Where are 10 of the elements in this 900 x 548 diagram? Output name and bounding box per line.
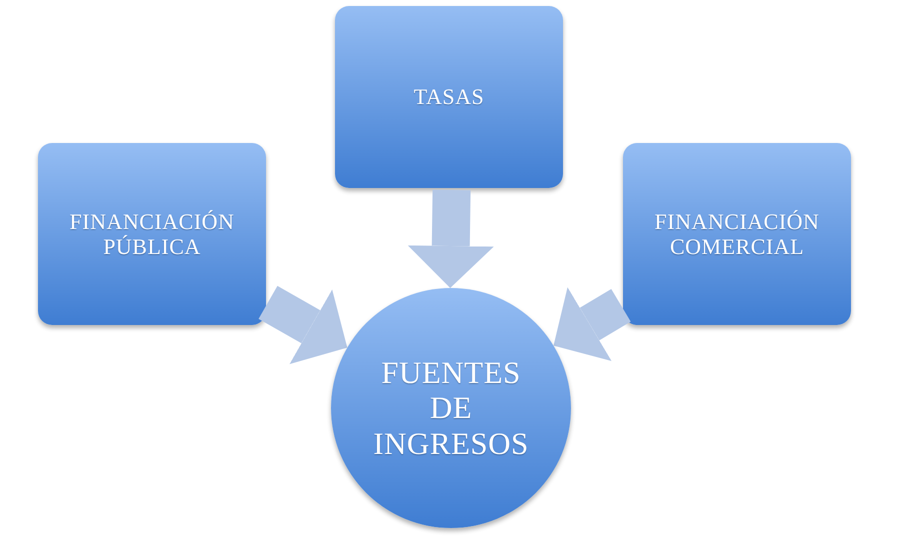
- node-label: FINANCIACIÓN PÚBLICA: [68, 208, 236, 260]
- node-label: TASAS: [414, 84, 484, 110]
- process-box: [38, 143, 266, 325]
- node-label: FINANCIACIÓN COMERCIAL: [654, 208, 820, 260]
- block-arrow: [554, 287, 631, 362]
- block-arrow: [408, 190, 494, 288]
- process-box: [335, 6, 563, 188]
- process-box: [623, 143, 851, 325]
- block-arrow: [258, 286, 348, 364]
- node-label: FUENTES DE INGRESOS: [373, 354, 529, 462]
